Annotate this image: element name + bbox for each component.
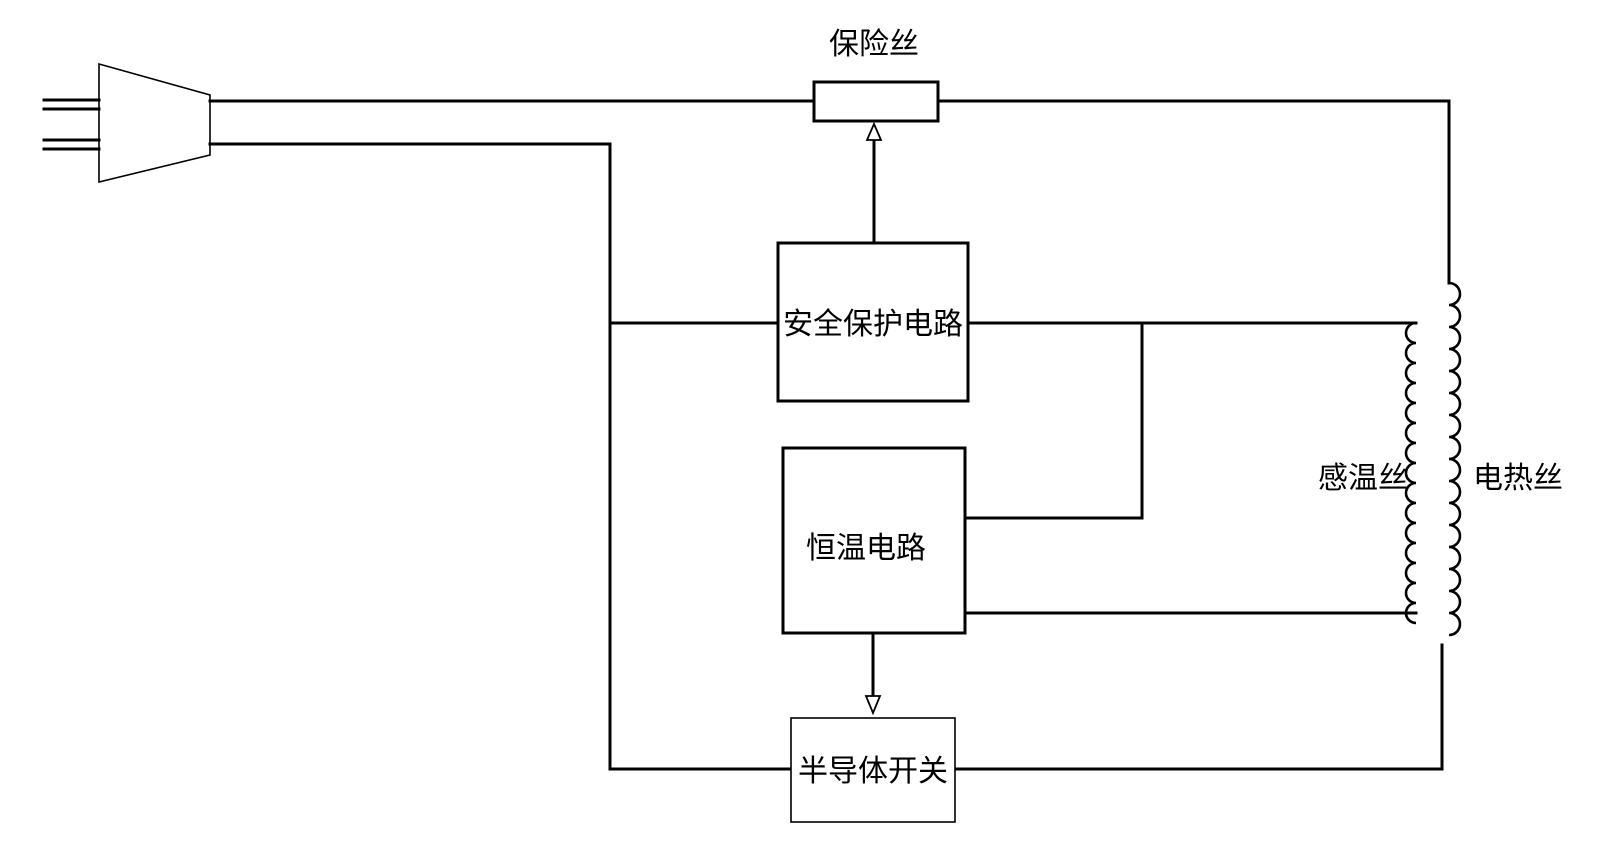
arrow-to-fuse-icon <box>865 121 883 245</box>
arrow-to-switch-icon <box>864 631 882 716</box>
heating-wire-label: 电热丝 <box>1473 461 1563 496</box>
safety-circuit-box <box>776 241 970 403</box>
wiring <box>208 99 1451 771</box>
fuse-label: 保险丝 <box>829 27 919 62</box>
sensing-wire-label: 感温丝 <box>1318 461 1408 496</box>
thermostat-circuit-label: 恒温电路 <box>806 531 926 566</box>
sensing-wire-coil-icon <box>1404 321 1417 625</box>
power-plug-icon <box>42 62 211 184</box>
semiconductor-switch-label: 半导体开关 <box>798 754 948 789</box>
heating-wire-coil-icon <box>1448 281 1462 637</box>
safety-circuit-label: 安全保护电路 <box>783 307 963 342</box>
fuse <box>812 80 940 123</box>
semiconductor-switch-box <box>790 717 956 823</box>
